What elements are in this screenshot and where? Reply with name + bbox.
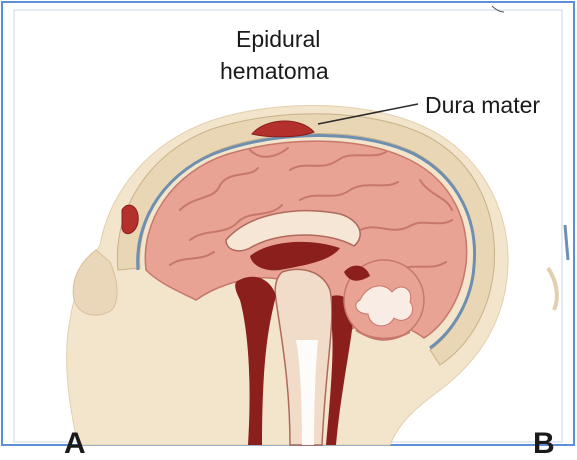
panel-b-label: B (533, 430, 555, 457)
epidural-hematoma-label-line1: Epidural (236, 26, 320, 53)
side-bleed (122, 205, 138, 234)
panel-a-label: A (64, 430, 86, 457)
epidural-hematoma-label-line2: hematoma (220, 58, 329, 85)
dura-mater-label: Dura mater (425, 92, 540, 119)
